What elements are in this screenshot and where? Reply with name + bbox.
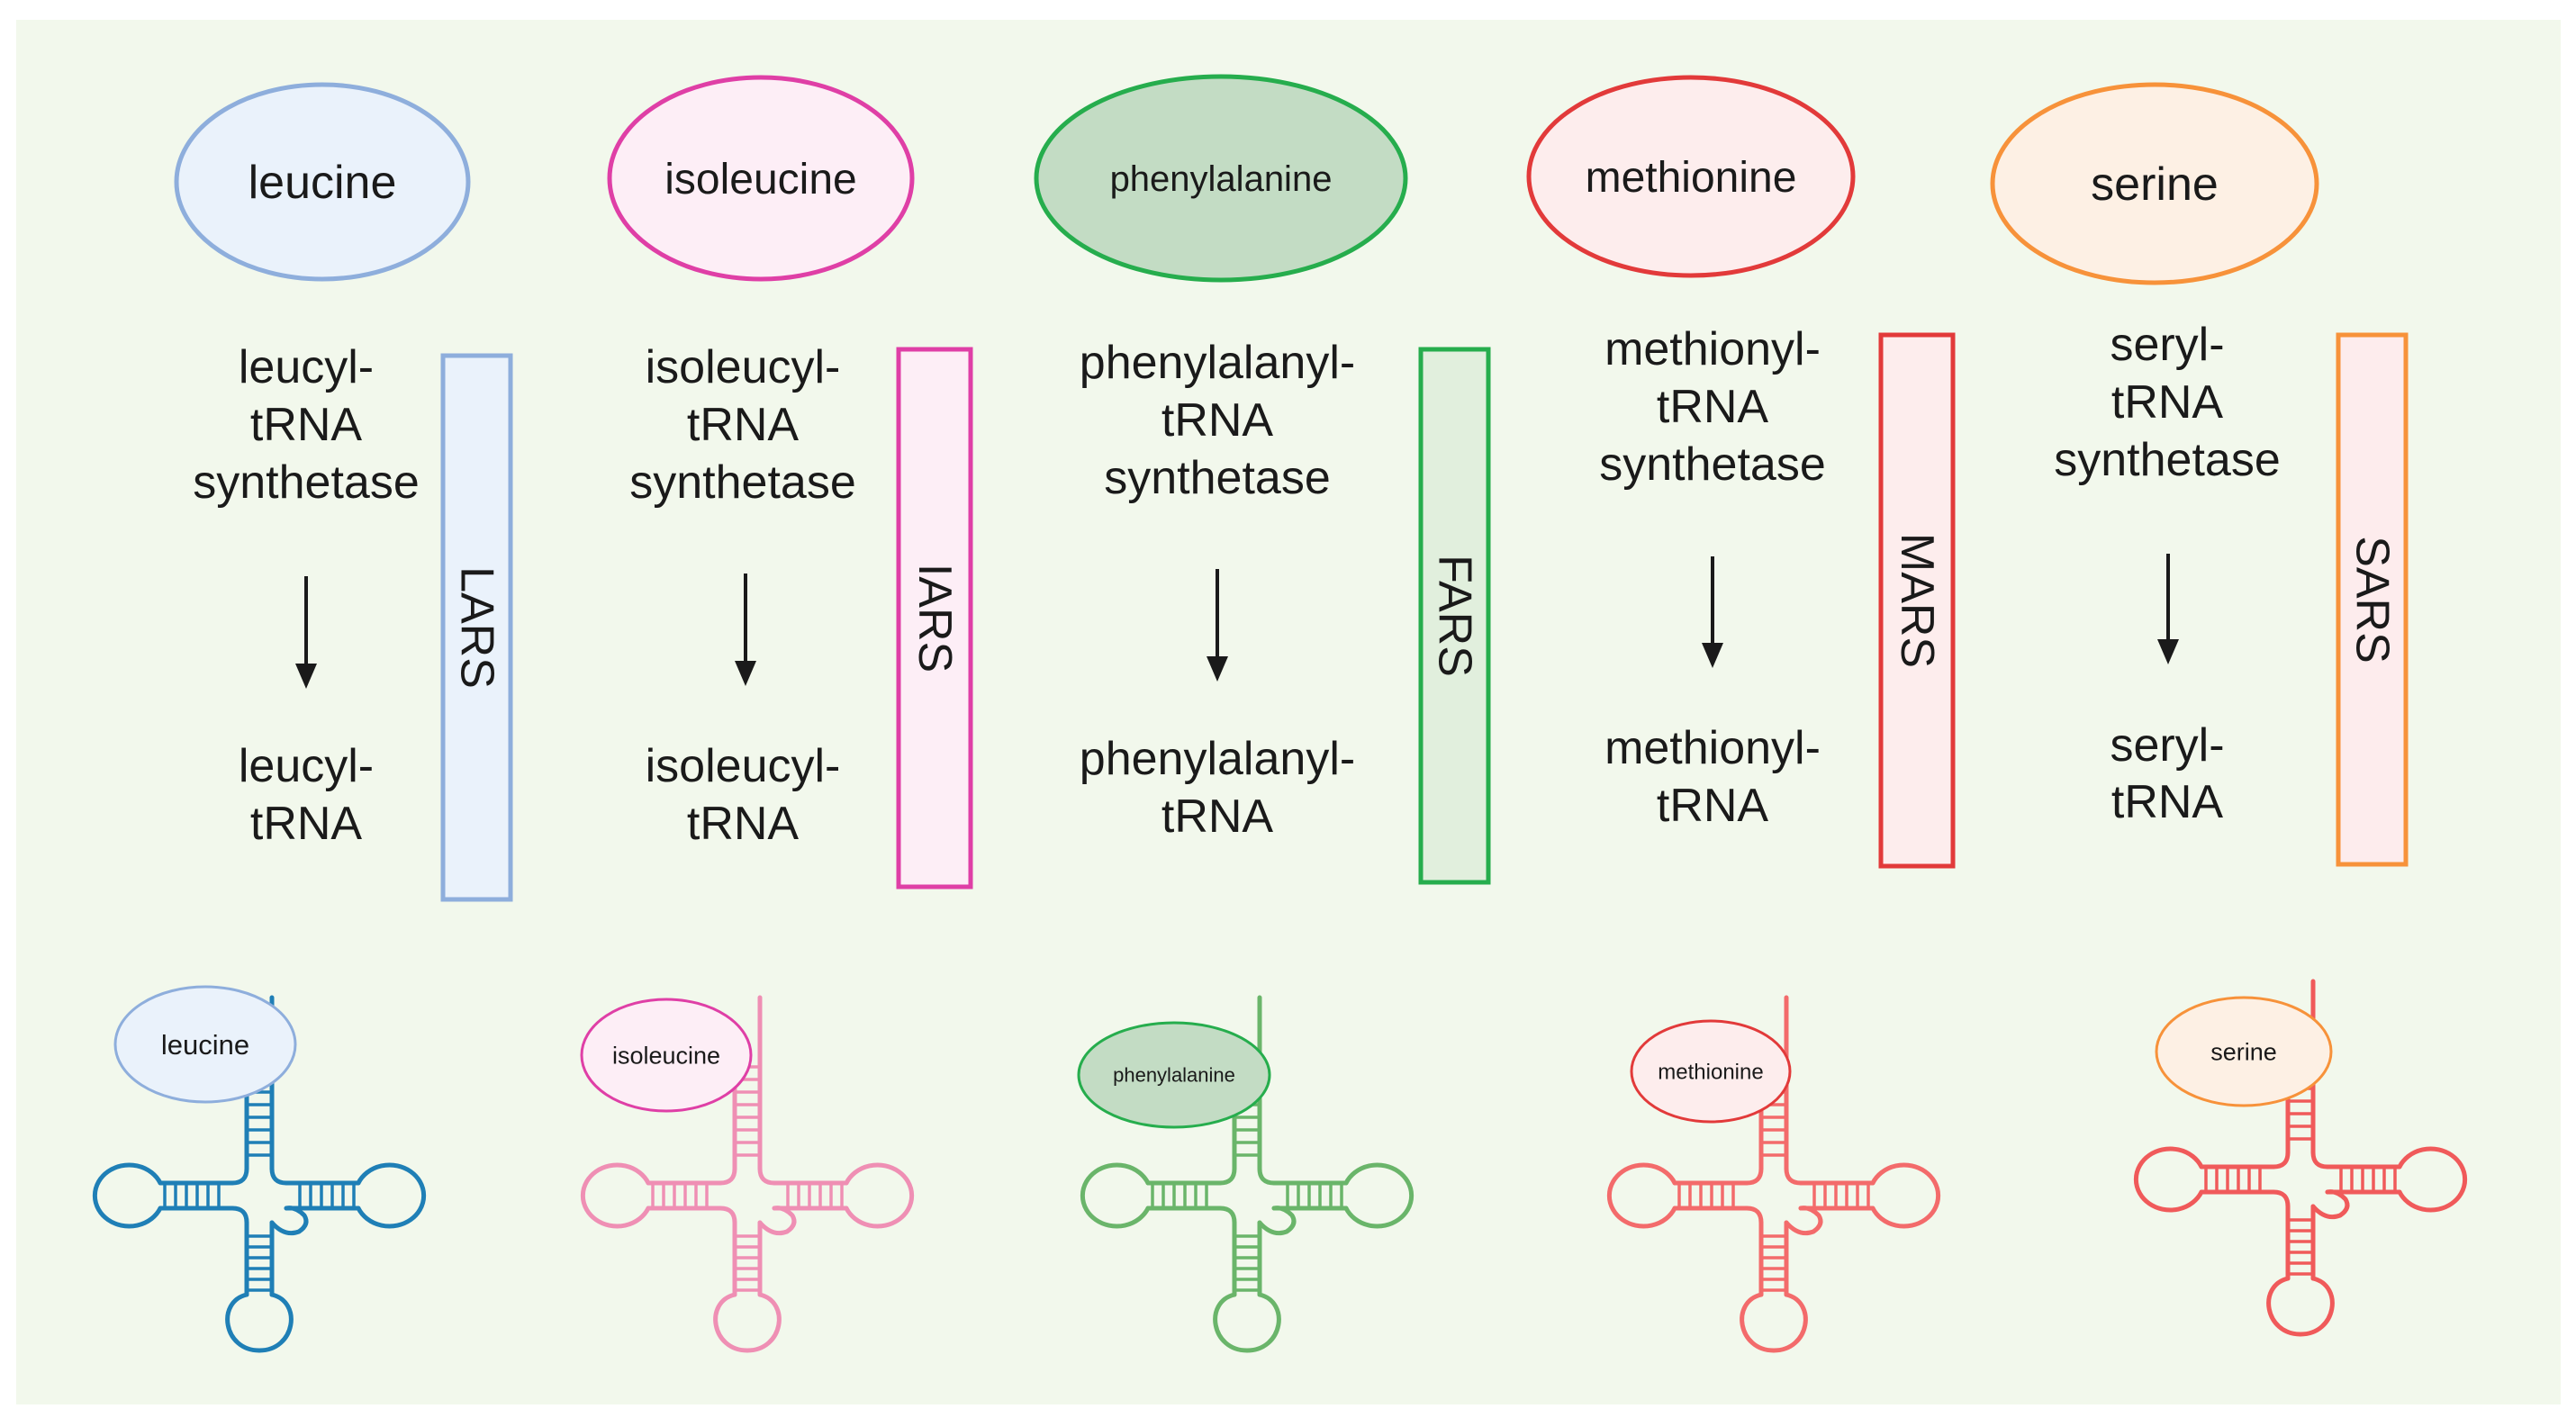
- product-name-line: phenylalanyl-: [1080, 733, 1355, 785]
- d-loop: [1606, 1162, 1677, 1229]
- bound-amino-acid-ellipse: [113, 985, 297, 1104]
- enzyme-name-line: tRNA: [1657, 381, 1769, 433]
- gene-label: SARS: [2346, 536, 2399, 664]
- bound-amino-acid-label: leucine: [161, 1029, 249, 1061]
- gene-label: IARS: [908, 564, 961, 673]
- arrow-head: [1702, 643, 1723, 668]
- amino-acid-ellipse: [1526, 75, 1856, 278]
- amino-acid-label: phenylalanine: [1110, 159, 1333, 199]
- enzyme-name-line: synthetase: [2054, 434, 2281, 486]
- amino-acid-ellipse: [1034, 74, 1408, 283]
- product-name-line: tRNA: [2111, 776, 2224, 828]
- product-name-line: tRNA: [687, 798, 800, 850]
- anticodon-loop: [713, 1292, 782, 1353]
- trna-cloverleaf: [580, 995, 915, 1353]
- amino-acid-ellipse: [174, 82, 471, 282]
- trna-cloverleaf: [92, 995, 427, 1353]
- variable-loop: [269, 1206, 309, 1236]
- bound-amino-acid-label: serine: [2210, 1038, 2277, 1065]
- gene-label: LARS: [451, 566, 503, 689]
- anticodon-loop: [1740, 1292, 1808, 1353]
- amino-acid-label: isoleucine: [664, 156, 856, 203]
- bound-amino-acid-ellipse: [2155, 996, 2333, 1107]
- amino-acid-ellipse: [607, 75, 915, 282]
- gene-label: MARS: [1891, 533, 1943, 668]
- arrow-head: [735, 661, 756, 686]
- column-phenylalanine: phenylalaninephenylalanyl-tRNAsynthetase…: [1034, 74, 1491, 1353]
- enzyme-name-line: methionyl-: [1604, 323, 1821, 375]
- junction: [2271, 1150, 2330, 1209]
- variable-loop: [757, 1206, 797, 1236]
- d-loop: [92, 1162, 163, 1229]
- junction: [1217, 1166, 1277, 1225]
- column-isoleucine: isoleucineisoleucyl-tRNAsynthetaseisoleu…: [580, 75, 973, 1353]
- d-loop: [580, 1162, 651, 1229]
- bound-amino-acid-ellipse: [580, 998, 753, 1113]
- product-name-line: tRNA: [250, 798, 363, 850]
- junction: [1744, 1166, 1803, 1225]
- product-name-line: tRNA: [1657, 780, 1769, 832]
- amino-acid-label: methionine: [1586, 154, 1797, 202]
- d-loop: [1080, 1162, 1151, 1229]
- variable-loop: [1784, 1206, 1823, 1236]
- column-leucine: leucineleucyl-tRNAsynthetaseleucyl-tRNAL…: [92, 82, 513, 1353]
- t-loop: [2397, 1146, 2468, 1213]
- arrow-head: [295, 664, 317, 689]
- junction: [230, 1166, 289, 1225]
- column-serine: serineseryl-tRNAsynthetaseseryl-tRNASARS…: [1990, 82, 2468, 1337]
- enzyme-name-line: synthetase: [193, 456, 420, 509]
- bound-amino-acid-label: methionine: [1658, 1060, 1763, 1084]
- amino-acid-label: leucine: [249, 157, 397, 209]
- enzyme-name-line: phenylalanyl-: [1080, 337, 1355, 389]
- gene-bar: [896, 347, 973, 890]
- bound-amino-acid-label: isoleucine: [612, 1042, 720, 1069]
- bound-amino-acid-label: phenylalanine: [1113, 1064, 1235, 1087]
- t-loop: [1343, 1162, 1415, 1229]
- arrow-head: [1207, 656, 1228, 682]
- gene-bar: [1878, 332, 1956, 869]
- enzyme-name-line: synthetase: [1104, 452, 1331, 504]
- enzyme-name-line: leucyl-: [239, 341, 374, 393]
- enzyme-name-line: synthetase: [629, 456, 856, 509]
- variable-loop: [2310, 1189, 2350, 1220]
- anticodon-loop: [2266, 1276, 2335, 1337]
- product-name-line: leucyl-: [239, 740, 374, 792]
- gene-bar: [2336, 332, 2409, 867]
- product-name-line: tRNA: [1161, 790, 1274, 843]
- enzyme-name-line: isoleucyl-: [646, 341, 841, 393]
- bound-amino-acid-ellipse: [1630, 1019, 1792, 1124]
- product-name-line: methionyl-: [1604, 722, 1821, 774]
- column-methionine: methioninemethionyl-tRNAsynthetasemethio…: [1526, 75, 1956, 1353]
- gene-label: FARS: [1429, 555, 1481, 677]
- enzyme-name-line: tRNA: [687, 399, 800, 451]
- junction: [718, 1166, 777, 1225]
- t-loop: [356, 1162, 427, 1229]
- enzyme-name-line: tRNA: [1161, 394, 1274, 447]
- anticodon-loop: [1213, 1292, 1281, 1353]
- gene-bar: [440, 353, 513, 902]
- d-loop: [2133, 1146, 2204, 1213]
- bound-amino-acid-ellipse: [1077, 1021, 1271, 1129]
- gene-bar: [1418, 347, 1491, 885]
- amino-acid-ellipse: [1990, 82, 2319, 285]
- anticodon-loop: [225, 1292, 294, 1353]
- enzyme-name-line: tRNA: [2111, 376, 2224, 429]
- enzyme-name-line: seryl-: [2110, 319, 2224, 371]
- t-loop: [844, 1162, 915, 1229]
- t-loop: [1870, 1162, 1941, 1229]
- product-name-line: seryl-: [2110, 719, 2224, 772]
- enzyme-name-line: synthetase: [1599, 438, 1826, 491]
- arrow-head: [2157, 639, 2179, 664]
- product-name-line: isoleucyl-: [646, 740, 841, 792]
- enzyme-name-line: tRNA: [250, 399, 363, 451]
- variable-loop: [1257, 1206, 1297, 1236]
- amino-acid-label: serine: [2091, 158, 2219, 211]
